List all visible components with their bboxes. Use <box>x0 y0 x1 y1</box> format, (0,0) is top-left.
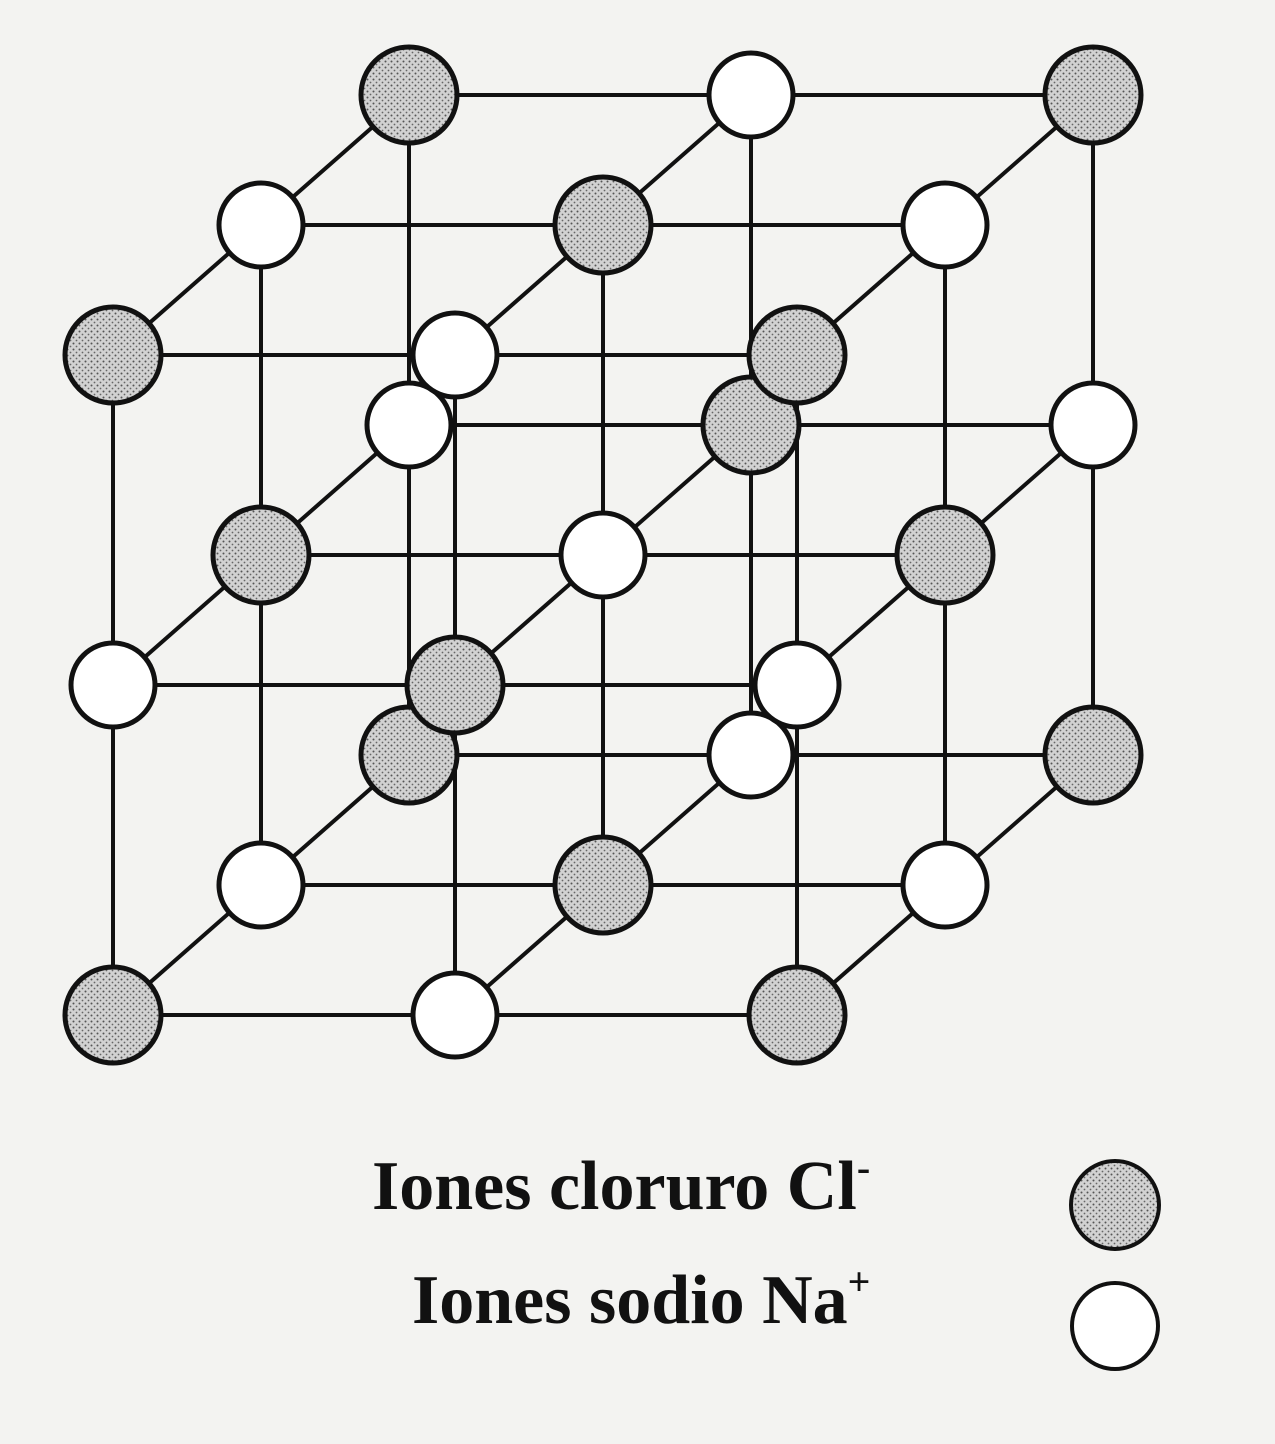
chloride-ion <box>404 634 506 736</box>
chloride-ion <box>700 374 802 476</box>
sodium-ion <box>900 840 990 930</box>
chloride-ion <box>358 704 460 806</box>
legend-chloride-swatch <box>1069 1159 1161 1251</box>
sodium-ion <box>410 970 500 1060</box>
sodium-ion <box>364 380 454 470</box>
lattice-ions <box>62 44 1144 1066</box>
sodium-ion <box>1048 380 1138 470</box>
chloride-ion <box>894 504 996 606</box>
legend-chloride-charge: - <box>856 1145 871 1190</box>
sodium-ion <box>68 640 158 730</box>
sodium-ion <box>706 50 796 140</box>
legend-sodium-label: Iones sodio Na+ <box>412 1262 870 1336</box>
chloride-ion <box>552 174 654 276</box>
sodium-ion <box>752 640 842 730</box>
chloride-ion <box>62 964 164 1066</box>
sodium-ion <box>558 510 648 600</box>
legend-sodium-charge: + <box>847 1259 871 1304</box>
sodium-ion-icon <box>1070 1281 1160 1371</box>
chloride-ion <box>1042 704 1144 806</box>
legend-sodium-text: Iones sodio Na <box>412 1262 848 1339</box>
chloride-ion <box>210 504 312 606</box>
chloride-ion <box>358 44 460 146</box>
sodium-ion <box>410 310 500 400</box>
chloride-ion <box>552 834 654 936</box>
sodium-ion <box>900 180 990 270</box>
chloride-ion-icon <box>1069 1159 1161 1251</box>
sodium-ion <box>706 710 796 800</box>
sodium-ion <box>216 180 306 270</box>
chloride-ion <box>746 304 848 406</box>
chloride-ion <box>1042 44 1144 146</box>
legend-chloride-text: Iones cloruro Cl <box>372 1148 857 1225</box>
chloride-ion <box>746 964 848 1066</box>
sodium-ion <box>216 840 306 930</box>
legend-sodium-swatch <box>1070 1281 1160 1371</box>
legend-chloride-label: Iones cloruro Cl- <box>372 1148 870 1222</box>
chloride-ion <box>62 304 164 406</box>
